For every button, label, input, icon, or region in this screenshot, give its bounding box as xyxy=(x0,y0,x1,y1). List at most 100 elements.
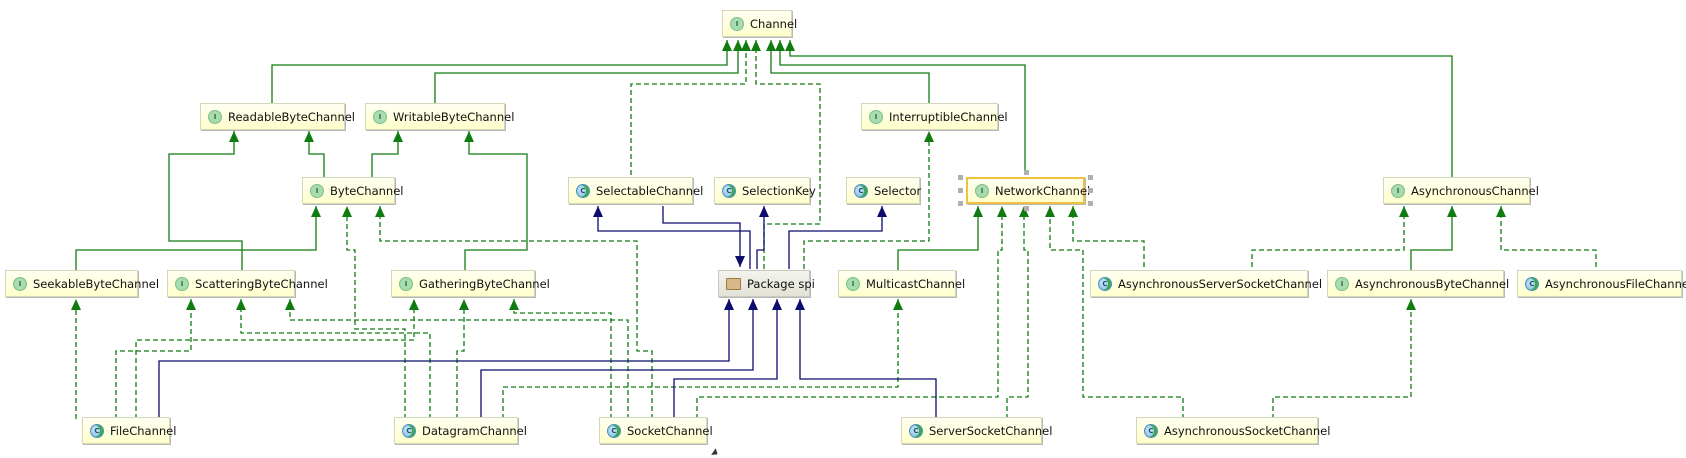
arrowhead-icon xyxy=(304,131,314,142)
arrowhead-icon xyxy=(877,206,887,217)
edge-datagram-multicast xyxy=(502,299,899,419)
node-label: SocketChannel xyxy=(627,423,713,438)
edge-asyncfile-async xyxy=(1500,206,1597,275)
edge-writable-channel xyxy=(434,40,739,108)
arrowhead-icon xyxy=(342,206,352,217)
abstract-class-icon: C xyxy=(722,183,736,198)
node-label: DatagramChannel xyxy=(422,423,527,438)
node-label: WritableByteChannel xyxy=(393,109,515,124)
node-asyncsocket[interactable]: C AsynchronousSocketChannel xyxy=(1136,417,1330,444)
arrowhead-icon xyxy=(735,256,745,267)
edge-spi-interruptible xyxy=(803,131,930,269)
resize-handle[interactable] xyxy=(1088,201,1093,206)
interface-icon: I xyxy=(1335,276,1349,291)
abstract-class-icon: C xyxy=(1098,276,1112,291)
edge-filechannel-scattering xyxy=(115,299,192,419)
arrowhead-icon xyxy=(751,40,761,51)
node-label: Package spi xyxy=(747,276,815,291)
arrowhead-icon xyxy=(236,299,246,310)
arrowhead-icon xyxy=(775,40,785,51)
edge-filechannel-spi xyxy=(158,299,730,419)
resize-handle[interactable] xyxy=(1088,175,1093,180)
interface-icon: I xyxy=(730,16,744,31)
interface-icon: I xyxy=(373,109,387,124)
abstract-class-icon: C xyxy=(1525,276,1539,291)
interface-icon: I xyxy=(846,276,860,291)
edge-spi-selectionkey xyxy=(756,206,765,269)
node-scattering[interactable]: I ScatteringByteChannel xyxy=(167,270,328,297)
node-label: ByteChannel xyxy=(330,183,404,198)
arrowhead-icon xyxy=(759,206,769,217)
resize-handle[interactable] xyxy=(1088,188,1093,193)
arrowhead-icon xyxy=(71,299,81,310)
edge-bytechannel-writable xyxy=(371,131,399,183)
edge-serversocket-spi xyxy=(799,299,937,419)
edge-datagram-spi xyxy=(480,299,754,419)
node-label: AsynchronousFileChannel xyxy=(1545,276,1686,291)
node-label: InterruptibleChannel xyxy=(889,109,1008,124)
arrowhead-icon xyxy=(1045,206,1055,217)
interface-icon: I xyxy=(399,276,413,291)
abstract-class-icon: C xyxy=(1144,423,1158,438)
edge-socket-bytechannel xyxy=(379,206,653,419)
node-asyncfile[interactable]: C AsynchronousFileChannel xyxy=(1517,270,1686,297)
resize-handle[interactable] xyxy=(1023,170,1029,175)
interface-icon: I xyxy=(975,183,989,198)
node-label: SeekableByteChannel xyxy=(33,276,160,291)
resize-handle[interactable] xyxy=(958,201,963,206)
arrowhead-icon xyxy=(459,299,469,310)
arrowhead-icon xyxy=(785,40,795,51)
resize-handle[interactable] xyxy=(958,188,963,193)
abstract-class-icon: C xyxy=(90,423,104,438)
interface-icon: I xyxy=(175,276,189,291)
node-label: ServerSocketChannel xyxy=(929,423,1053,438)
resize-handle[interactable] xyxy=(958,175,963,180)
arrowhead-icon xyxy=(1068,206,1078,217)
package-icon xyxy=(726,277,741,290)
arrowhead-icon xyxy=(1406,299,1416,310)
arrowhead-icon xyxy=(893,299,903,310)
arrowhead-icon xyxy=(509,299,519,310)
arrowhead-icon xyxy=(1399,206,1409,217)
node-selectionkey[interactable]: C SelectionKey xyxy=(714,177,816,204)
node-label: SelectableChannel xyxy=(596,183,704,198)
node-writable[interactable]: I WritableByteChannel xyxy=(365,103,514,130)
edge-multicast-network xyxy=(897,206,979,275)
node-label: ScatteringByteChannel xyxy=(195,276,328,291)
edge-spi-channel xyxy=(755,40,821,269)
edge-network-channel xyxy=(779,40,1026,172)
edge-seekable-bytechannel xyxy=(75,206,317,275)
edge-scattering-readable xyxy=(168,131,243,275)
node-label: AsynchronousChannel xyxy=(1411,183,1539,198)
node-label: AsynchronousByteChannel xyxy=(1355,276,1510,291)
edge-serversocket-network xyxy=(1006,206,1029,419)
edge-datagram-bytechannel xyxy=(346,206,406,419)
edge-asyncsocket-network xyxy=(1049,206,1184,419)
node-asyncbyte[interactable]: I AsynchronousByteChannel xyxy=(1327,270,1509,297)
edge-asyncsocket-asyncbyte xyxy=(1272,299,1412,419)
arrowhead-icon xyxy=(311,206,321,217)
edge-asyncserversocket-async xyxy=(1251,206,1405,275)
edge-interruptible-channel xyxy=(770,40,930,108)
node-label: SelectionKey xyxy=(742,183,816,198)
arrowhead-icon xyxy=(464,131,474,142)
resize-handle[interactable] xyxy=(1023,206,1029,211)
node-label: AsynchronousSocketChannel xyxy=(1164,423,1331,438)
node-spi[interactable]: Package spi xyxy=(718,270,815,297)
